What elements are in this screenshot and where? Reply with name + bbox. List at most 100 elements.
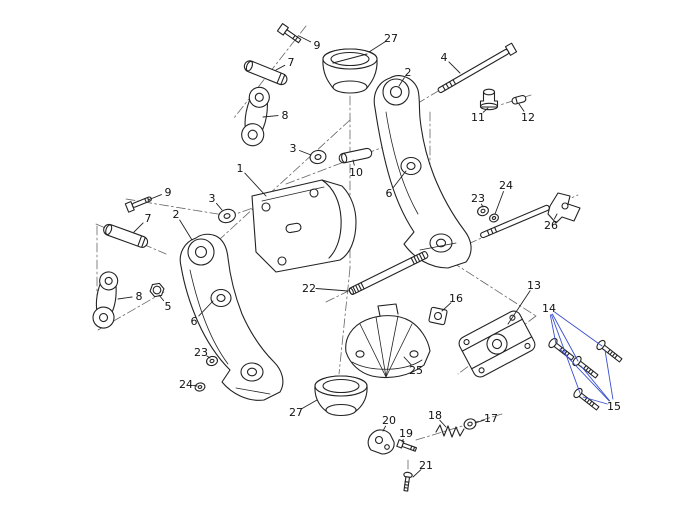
callout-leader-line: [262, 115, 279, 118]
part-number-label: 12: [521, 111, 535, 124]
part-callout-8: 8: [262, 109, 289, 122]
part-callout-24: 24: [494, 179, 513, 215]
part-callout-2: 2: [173, 208, 193, 241]
part-number-label: 10: [349, 166, 363, 179]
part-number-label: 7: [288, 56, 295, 69]
part-callout-23: 23: [471, 192, 485, 208]
callout-leader-line: [179, 219, 193, 241]
nut-5: [149, 282, 165, 298]
part-callout-13: 13: [507, 279, 541, 325]
part-number-label: 14: [542, 302, 556, 315]
callout-leader-line: [133, 222, 144, 233]
part-callout-6: 6: [191, 300, 214, 328]
washer-24-left: [194, 382, 206, 392]
link-8-upper: [241, 86, 270, 147]
part-number-label: 3: [209, 192, 216, 205]
callout-leader-line: [401, 438, 404, 443]
callout-leader-line: [439, 419, 447, 428]
part-callout-7: 7: [133, 212, 152, 233]
part-number-label: 5: [165, 300, 172, 313]
callout-leader-line: [158, 294, 165, 302]
rubber-cup-upper: [322, 48, 378, 94]
part-number-label: 24: [179, 378, 193, 391]
callout-leader-line: [192, 384, 198, 387]
part-callout-5: 5: [158, 294, 172, 313]
callout-leader-line: [474, 419, 485, 424]
part-number-label: 25: [409, 364, 423, 377]
spring-18: [435, 424, 465, 438]
bushing-11: [479, 88, 499, 111]
part-number-label: 2: [405, 66, 412, 79]
part-number-label: 27: [384, 32, 398, 45]
part-number-label: 27: [289, 406, 303, 419]
part-number-label: 16: [449, 292, 463, 305]
part-number-label: 18: [428, 409, 442, 422]
rubber-cup-lower: [314, 375, 368, 417]
callout-leader-line: [206, 355, 211, 359]
washer-23-left: [206, 355, 218, 367]
part-callout-19: 19: [399, 427, 413, 443]
part-number-label: 6: [386, 187, 393, 200]
part-number-label: 17: [484, 412, 498, 425]
callout-leader-line: [582, 396, 608, 405]
bolt-19: [396, 439, 418, 452]
callout-leader-line: [559, 348, 610, 402]
part-callout-8: 8: [117, 290, 143, 303]
callout-leader-line: [553, 213, 558, 220]
pin-12: [511, 94, 527, 105]
callout-leader-line: [382, 425, 387, 432]
part-number-label: 9: [314, 39, 321, 52]
bracket-2-right: [373, 75, 472, 269]
part-number-label: 2: [173, 208, 180, 221]
callout-leader-line: [352, 159, 355, 166]
part-number-label: 6: [191, 315, 198, 328]
part-number-label: 7: [145, 212, 152, 225]
callout-leader-line: [518, 103, 525, 112]
callout-leader-line: [392, 170, 407, 188]
part-number-label: 23: [194, 346, 208, 359]
screw-15: [572, 355, 599, 379]
part-callout-11: 11: [471, 107, 489, 124]
part-callout-18: 18: [428, 409, 447, 428]
callout-leader-line: [549, 314, 557, 345]
callout-leader-line: [448, 61, 461, 74]
washer-3-right: [309, 149, 327, 165]
part-callout-15: 15: [559, 348, 621, 413]
bolt-9-left: [124, 196, 152, 213]
part-number-label: 1: [237, 162, 244, 175]
callout-leader-line: [507, 290, 531, 325]
part-number-label: 23: [471, 192, 485, 205]
callout-leader-line: [147, 194, 162, 201]
callout-leader-line: [441, 302, 452, 312]
bolt-9-upper: [276, 23, 302, 44]
callout-leader-line: [244, 172, 267, 197]
callout-leader-line: [198, 300, 214, 317]
washer-24-right: [489, 213, 499, 223]
callout-leader-line: [580, 365, 610, 402]
part-callout-3: 3: [290, 142, 312, 156]
part-number-label: 4: [441, 51, 448, 64]
part-callout-21: 21: [412, 459, 433, 478]
part-callout-4: 4: [441, 51, 461, 74]
link-8-left: [92, 271, 119, 329]
part-number-label: 3: [290, 142, 297, 155]
part-callout-1: 1: [237, 162, 267, 197]
screw-21: [403, 471, 413, 492]
part-callout-10: 10: [349, 159, 363, 179]
part-number-label: 8: [282, 109, 289, 122]
part-callout-27: 27: [289, 399, 318, 419]
pin-7-upper: [243, 60, 288, 86]
callout-leader-line: [604, 349, 614, 400]
callout-leader-line: [315, 288, 349, 292]
part-callout-16: 16: [441, 292, 463, 312]
screws-15: [548, 337, 623, 411]
part-callout-17: 17: [474, 412, 498, 425]
part-callout-20: 20: [382, 414, 396, 432]
mount-housing-13: [458, 310, 536, 378]
part-callout-3: 3: [209, 192, 223, 211]
callout-leader-line: [412, 469, 422, 478]
callout-leader-line: [554, 311, 603, 347]
